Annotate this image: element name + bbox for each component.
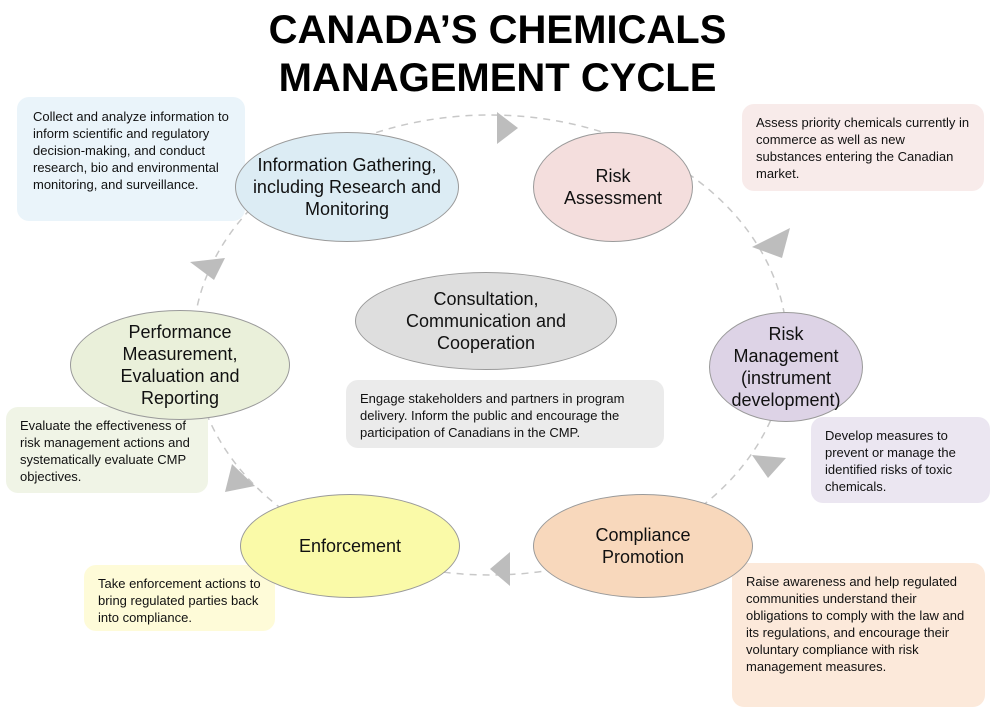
arrow-right-icon <box>497 112 518 144</box>
stage-compliance-promotion: Compliance Promotion <box>533 494 753 598</box>
arrow-left-icon <box>490 552 510 586</box>
enforcement-description: Take enforcement actions to bring regula… <box>84 565 275 631</box>
arrow-up-icon <box>225 464 255 492</box>
stage-risk-assessment: Risk Assessment <box>533 132 693 242</box>
title-line-2: MANAGEMENT CYCLE <box>278 56 717 100</box>
center-description: Engage stakeholders and partners in prog… <box>346 380 664 448</box>
diagram-title: CANADA’S CHEMICALS MANAGEMENT CYCLE <box>0 6 995 102</box>
stage-enforcement: Enforcement <box>240 494 460 598</box>
stage-information-gathering: Information Gathering, including Researc… <box>235 132 459 242</box>
arrow-up-icon <box>190 258 225 280</box>
management-description: Develop measures to prevent or manage th… <box>811 417 990 503</box>
stage-performance-measurement: Performance Measurement, Evaluation and … <box>70 310 290 420</box>
arrow-up-left-icon <box>752 228 790 258</box>
info-description: Collect and analyze information to infor… <box>17 97 245 221</box>
stage-risk-management: Risk Management (instrument development) <box>709 312 863 422</box>
title-line-1: CANADA’S CHEMICALS <box>268 8 727 52</box>
compliance-description: Raise awareness and help regulated commu… <box>732 563 985 707</box>
center-consultation: Consultation, Communication and Cooperat… <box>355 272 617 370</box>
arrow-down-icon <box>752 455 786 478</box>
performance-description: Evaluate the effectiveness of risk manag… <box>6 407 208 493</box>
assessment-description: Assess priority chemicals currently in c… <box>742 104 984 191</box>
